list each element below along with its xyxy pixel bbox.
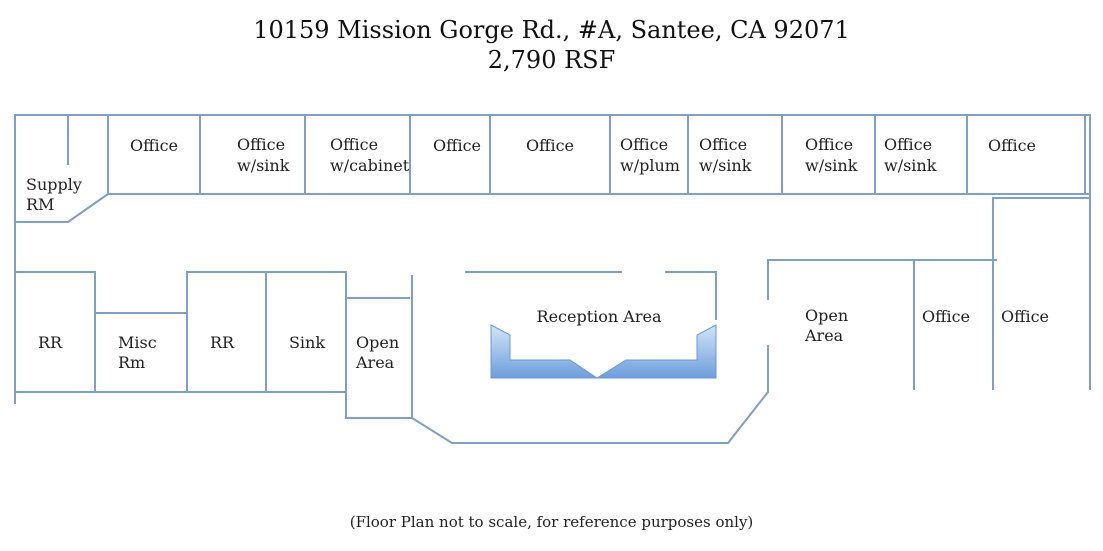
label-office-6: Office [1001,307,1049,326]
reception-desk [490,324,717,379]
label-office-1: Office [130,136,178,155]
label-rr-1: RR [38,333,63,352]
plan-address: 10159 Mission Gorge Rd., #A, Santee, CA … [253,16,850,44]
label-rr-2: RR [210,333,235,352]
label-office-2: Office [433,136,481,155]
label-office-5: Office [922,307,970,326]
label-office-3: Office [526,136,574,155]
walls [14,114,1091,444]
label-office-4: Office [988,136,1036,155]
label-reception-area: Reception Area [537,307,662,326]
scale-disclaimer: (Floor Plan not to scale, for reference … [349,513,754,531]
label-sink: Sink [289,333,325,352]
plan-area: 2,790 RSF [487,46,616,74]
